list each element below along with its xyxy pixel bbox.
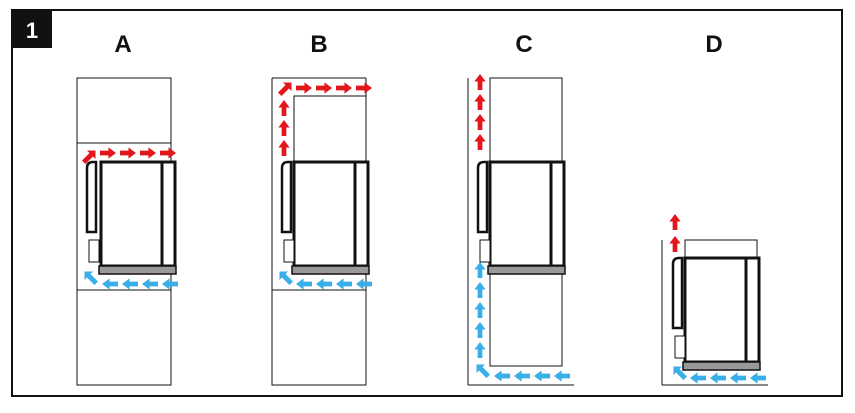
door-hinge: [283, 239, 295, 263]
warm-air-arrow: [316, 82, 332, 94]
cool-air-arrow: [474, 302, 486, 318]
door-profile: [476, 160, 489, 234]
appliance-base: [682, 361, 761, 371]
warm-air-arrow: [336, 82, 352, 94]
cool-air-arrow: [554, 370, 570, 382]
cool-air-arrow: [356, 278, 372, 290]
upper-cabinet: [684, 239, 758, 259]
panel-label-b: B: [310, 31, 327, 58]
appliance-body: [683, 256, 761, 364]
warm-air-arrow: [278, 120, 290, 136]
cool-air-arrow: [750, 372, 766, 384]
cool-air-arrow: [534, 370, 550, 382]
warm-air-arrow: [474, 114, 486, 130]
appliance-base: [291, 265, 370, 275]
cool-air-arrow: [336, 278, 352, 290]
cool-air-arrow: [102, 278, 118, 290]
warm-air-arrow: [278, 100, 290, 116]
warm-air-arrow: [100, 147, 116, 159]
door-hinge: [88, 239, 100, 263]
lower-cabinet: [271, 289, 367, 386]
warm-air-arrow: [278, 140, 290, 156]
upper-cabinet: [76, 77, 172, 144]
lower-cabinet: [76, 289, 172, 386]
panel-a: [76, 77, 178, 386]
warm-air-arrow: [140, 147, 156, 159]
cool-air-arrow: [474, 282, 486, 298]
door-profile: [85, 160, 98, 234]
appliance-body: [292, 160, 370, 268]
figure-border: [11, 9, 843, 397]
cool-air-arrow: [514, 370, 530, 382]
figure-number: 1: [26, 18, 38, 43]
upper-cabinet: [293, 95, 367, 163]
cool-air-arrow: [476, 364, 490, 378]
cool-air-arrow: [142, 278, 158, 290]
cool-air-arrow: [494, 370, 510, 382]
warm-air-arrow: [474, 74, 486, 90]
cool-air-arrow: [474, 342, 486, 358]
figure-number-badge: [12, 10, 52, 48]
door-profile: [671, 256, 684, 330]
door-profile: [280, 160, 293, 234]
cool-air-arrow: [690, 372, 706, 384]
cool-air-arrow: [84, 271, 98, 285]
warm-air-arrow: [278, 82, 292, 96]
door-hinge: [674, 335, 686, 359]
cool-air-arrow: [296, 278, 312, 290]
cool-air-arrow: [710, 372, 726, 384]
upper-cabinet: [489, 77, 563, 163]
cool-air-arrow: [316, 278, 332, 290]
panel-label-a: A: [114, 31, 131, 58]
warm-air-arrow: [160, 147, 176, 159]
warm-air-arrow: [356, 82, 372, 94]
panel-c: [467, 74, 574, 386]
appliance-base: [487, 265, 566, 275]
warm-air-arrow: [669, 214, 681, 230]
cool-air-arrow: [474, 262, 486, 278]
appliance-body: [488, 160, 566, 268]
cool-air-arrow: [730, 372, 746, 384]
appliance-base: [98, 265, 177, 275]
panel-b: [271, 77, 372, 386]
warm-air-arrow: [120, 147, 136, 159]
warm-air-arrow: [669, 236, 681, 252]
cool-air-arrow: [279, 271, 293, 285]
panel-d: [661, 214, 768, 386]
warm-air-arrow: [296, 82, 312, 94]
cool-air-arrow: [474, 322, 486, 338]
panel-label-d: D: [705, 31, 722, 58]
lower-cabinet: [489, 273, 563, 367]
door-hinge: [479, 239, 491, 263]
cool-air-arrow: [162, 278, 178, 290]
warm-air-arrow: [474, 94, 486, 110]
appliance-body: [99, 160, 177, 268]
cool-air-arrow: [122, 278, 138, 290]
warm-air-arrow: [474, 134, 486, 150]
panel-label-c: C: [515, 31, 532, 58]
